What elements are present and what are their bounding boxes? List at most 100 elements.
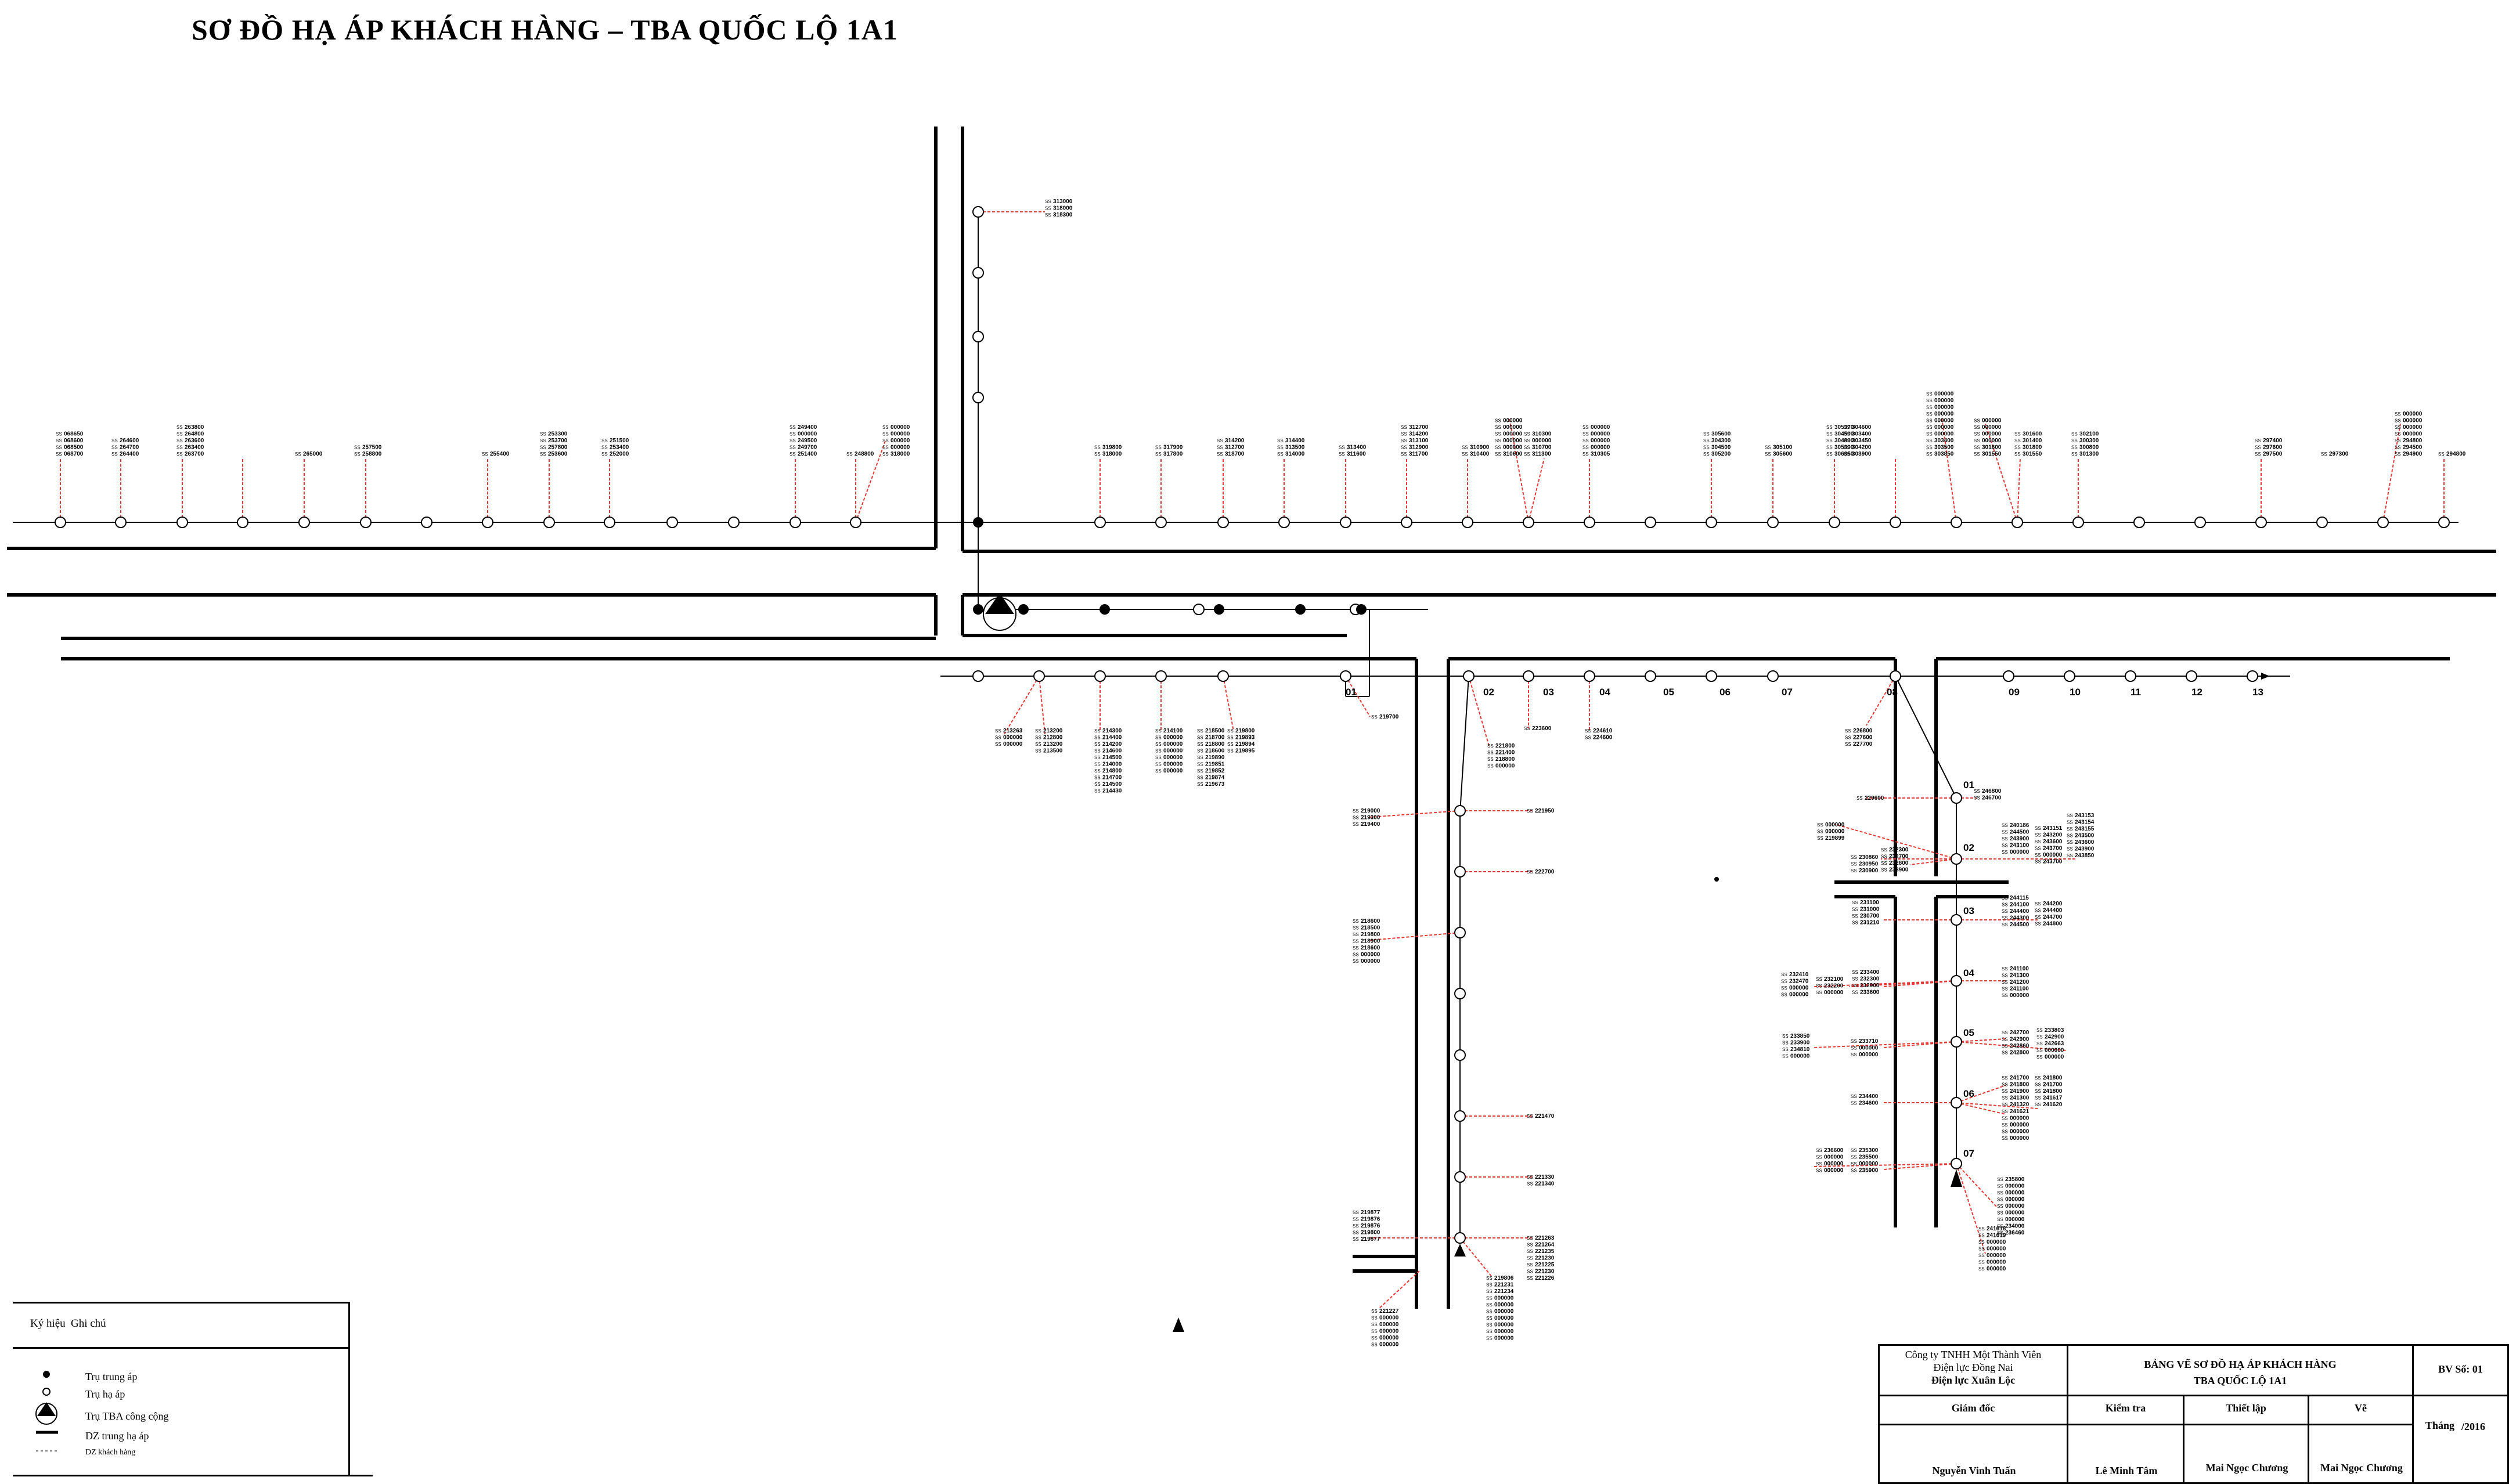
meter-prefix: SS [1997,1224,2003,1229]
meter-prefix: SS [2035,1102,2041,1107]
meter-prefix: SS [1045,199,1051,204]
meter-prefix: SS [1997,1230,2003,1236]
meter-prefix: SS [1371,1342,1378,1348]
meter-code: 000000 [1934,431,1954,438]
meter-code: 306350 [1834,451,1854,457]
meter-prefix: SS [2071,445,2078,450]
meter-prefix: SS [1881,868,1887,873]
meter-code: 313000 [1053,198,1073,205]
meter-code: 000000 [1982,424,2002,431]
meter-code: 241617 [2043,1095,2063,1102]
drawing-title-1: BẢNG VẼ SƠ ĐỒ HẠ ÁP KHÁCH HÀNG [2144,1359,2337,1370]
meter-code: 221226 [1535,1275,1555,1281]
meter-code: 241100 [2010,966,2029,972]
pole-number: 02 [1963,842,1974,853]
meter-prefix: SS [1487,757,1494,762]
company-line-2: Điện lực Đồng Nai [1933,1362,2013,1373]
meter-prefix: SS [1826,425,1833,430]
meter-prefix: SS [1816,990,1822,995]
meter-prefix: SS [2002,830,2008,835]
meter-prefix: SS [1155,768,1162,774]
meter-prefix: SS [1852,990,1858,995]
meter-code: 264800 [185,431,204,438]
meter-code: 233600 [1860,990,1880,996]
meter-code: 214500 [1102,781,1122,788]
meter-prefix: SS [1781,992,1787,998]
meter-prefix: SS [1926,418,1933,424]
meter-code: 000000 [2045,1054,2064,1060]
meter-code: 241620 [2043,1102,2063,1108]
meter-code: 318700 [1225,451,1245,457]
meter-prefix: SS [1816,1161,1822,1167]
pole-number: 12 [2191,687,2202,698]
meter-code: 214800 [1102,768,1122,774]
meter-prefix: SS [1486,1323,1493,1328]
meter-code: 219877 [1361,1236,1380,1243]
meter-code: 221264 [1535,1242,1555,1248]
meter-prefix: SS [1094,789,1101,794]
meter-code: 000000 [1003,741,1023,748]
meter-prefix: SS [2036,1048,2043,1053]
meter-code: 213500 [1043,748,1063,754]
meter-code: 297400 [2263,438,2283,444]
meter-code: 255400 [490,451,510,457]
meter-code: 000000 [1934,424,1954,431]
meter-prefix: SS [1582,432,1589,437]
meter-prefix: SS [1045,206,1051,211]
meter-prefix: SS [1495,438,1501,443]
meter-prefix: SS [2002,922,2008,927]
meter-prefix: SS [1486,1309,1493,1315]
meter-code: 300300 [2079,438,2099,444]
meter-code: 221235 [1535,1248,1555,1255]
meter-prefix: SS [1094,452,1101,457]
meter-code: 230860 [1859,854,1879,861]
meter-code: 000000 [1934,418,1954,424]
meter-code: 303400 [1852,431,1872,438]
meter-prefix: SS [1926,411,1933,417]
meter-code: 234000 [2005,1223,2025,1230]
meter-code: 000000 [2010,1129,2029,1135]
meter-prefix: SS [1582,438,1589,443]
meter-code: 222700 [1535,869,1555,875]
meter-code: 244115 [2010,895,2029,901]
meter-prefix: SS [176,425,183,430]
meter-prefix: SS [1524,438,1530,443]
meter-code: 000000 [1982,418,2002,424]
meter-code: 000000 [1824,990,1844,996]
meter-code: 294900 [2403,451,2423,457]
meter-code: 000000 [2010,992,2029,999]
meter-prefix: SS [1974,445,1980,450]
meter-code: 227600 [1853,735,1873,741]
meter-prefix: SS [1703,432,1710,437]
meter-prefix: SS [1851,868,1857,873]
meter-code: 241619 [1987,1233,2006,1239]
meter-prefix: SS [1094,749,1101,754]
meter-prefix: SS [1495,452,1501,457]
meter-prefix: SS [1487,743,1494,749]
meter-code: 246700 [1982,795,2002,801]
meter-code: 265000 [303,451,323,457]
meter-prefix: SS [1353,1237,1359,1242]
meter-code: 231100 [1860,900,1879,906]
meter-code: 312700 [1225,445,1245,451]
meter-prefix: SS [882,445,889,450]
meter-code: 241900 [2010,1088,2029,1095]
meter-code: 234810 [1790,1046,1810,1053]
meter-code: 000000 [1003,735,1023,741]
role-check: Kiểm tra [2068,1396,2184,1425]
meter-prefix: SS [1353,1210,1359,1215]
meter-code: 300800 [2079,445,2099,451]
meter-code: 249700 [798,445,817,451]
meter-code: 221340 [1535,1181,1555,1187]
meter-prefix: SS [1524,726,1530,731]
meter-code: 000000 [1503,438,1523,444]
meter-prefix: SS [1353,919,1359,924]
meter-code: 214500 [1102,754,1122,761]
meter-prefix: SS [1974,432,1980,437]
pole-number: 09 [2009,687,2020,698]
meter-prefix: SS [1197,782,1203,787]
meter-code: 212800 [1043,735,1063,741]
meter-prefix: SS [790,445,796,450]
meter-code: 244400 [2043,908,2063,914]
